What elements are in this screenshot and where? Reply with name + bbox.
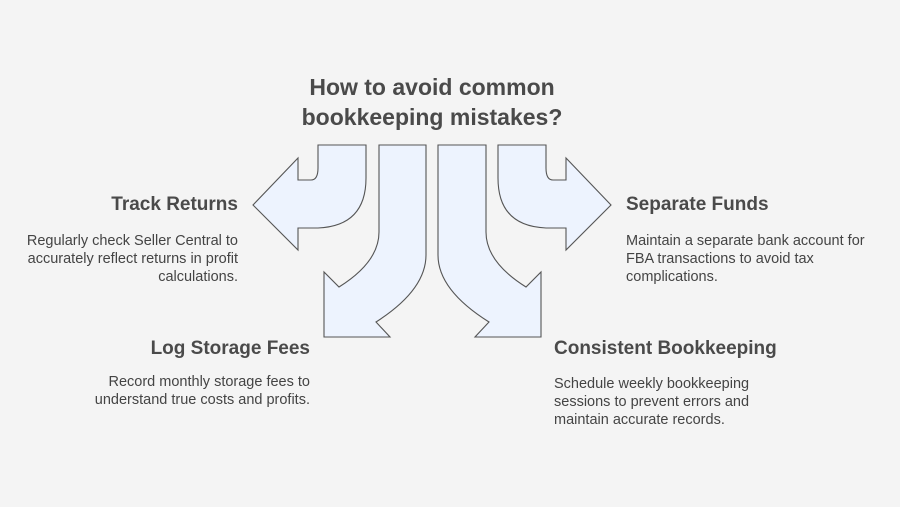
separate-funds-description: Maintain a separate bank account for FBA…	[626, 233, 865, 285]
log-storage-fees-arrow	[323, 144, 427, 338]
diagram-title: How to avoid common bookkeeping mistakes…	[301, 74, 563, 130]
consistent-bookkeeping-heading: Consistent Bookkeeping	[554, 338, 777, 359]
separate-funds-heading: Separate Funds	[626, 194, 769, 215]
track-returns-heading: Track Returns	[111, 194, 238, 215]
separate-funds-arrow	[497, 144, 612, 252]
track-returns-description: Regularly check Seller Central to accura…	[26, 233, 238, 285]
consistent-bookkeeping-description: Schedule weekly bookkeeping sessions to …	[554, 376, 750, 428]
log-storage-fees-description: Record monthly storage fees to understan…	[94, 374, 310, 408]
consistent-bookkeeping-arrow	[437, 144, 542, 338]
track-returns-arrow	[252, 144, 367, 252]
log-storage-fees-heading: Log Storage Fees	[150, 338, 310, 359]
